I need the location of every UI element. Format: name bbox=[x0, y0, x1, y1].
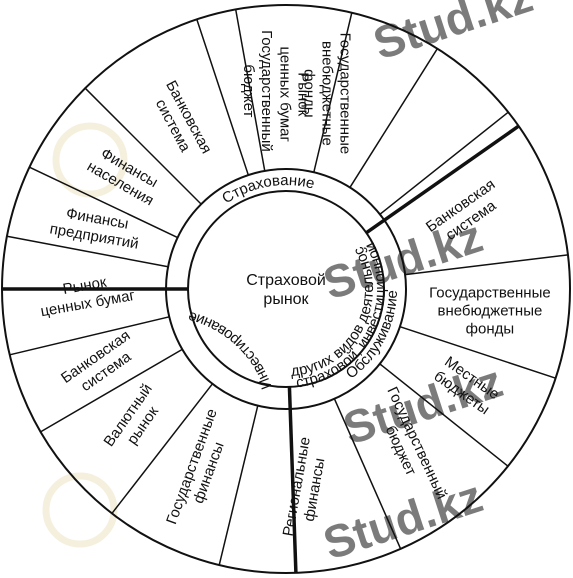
segment-label-line: бюджет bbox=[240, 64, 257, 117]
center-label: рынок bbox=[263, 291, 309, 308]
segment-label-line: Государственные bbox=[337, 33, 354, 155]
watermark-text: Stud.kz bbox=[317, 470, 489, 570]
segment-label-line: фонды bbox=[301, 69, 318, 118]
diagram-lines bbox=[1, 4, 571, 574]
segment-divider bbox=[313, 12, 353, 173]
segment-label-line: Государственные bbox=[429, 284, 551, 301]
segment-divider bbox=[9, 316, 170, 356]
segment-divider bbox=[379, 111, 509, 215]
center-label: Страховой bbox=[246, 272, 326, 289]
segment-divider bbox=[40, 348, 183, 433]
segment-divider bbox=[399, 325, 556, 379]
segment-divider bbox=[29, 166, 178, 239]
segment-divider bbox=[196, 19, 250, 176]
segment-label-line: фонды bbox=[466, 320, 515, 337]
segment-label-line: внебюджетные bbox=[319, 41, 336, 146]
segment-divider bbox=[405, 254, 569, 276]
segment-divider bbox=[349, 48, 438, 188]
segment-divider bbox=[234, 9, 266, 172]
segment-label-line: Государственный bbox=[258, 30, 275, 152]
watermark-logo bbox=[52, 122, 128, 198]
segment-divider bbox=[333, 398, 402, 550]
segment-divider bbox=[218, 405, 259, 566]
segment-divider bbox=[84, 87, 202, 205]
ring-investment-label: Инвестирование bbox=[186, 308, 275, 392]
segment-label-line: внебюджетные bbox=[437, 302, 542, 319]
segment-divider bbox=[111, 383, 214, 514]
section-divider bbox=[365, 124, 520, 235]
section-divider bbox=[287, 386, 298, 573]
segment-label-line: Рынок bbox=[295, 72, 312, 116]
segment-divider bbox=[379, 363, 509, 467]
segment-divider bbox=[6, 235, 169, 268]
watermark-logo bbox=[42, 472, 118, 548]
ring-insurance-label: Страхование bbox=[219, 172, 316, 207]
segment-label-line: ценных бумаг bbox=[277, 46, 294, 142]
